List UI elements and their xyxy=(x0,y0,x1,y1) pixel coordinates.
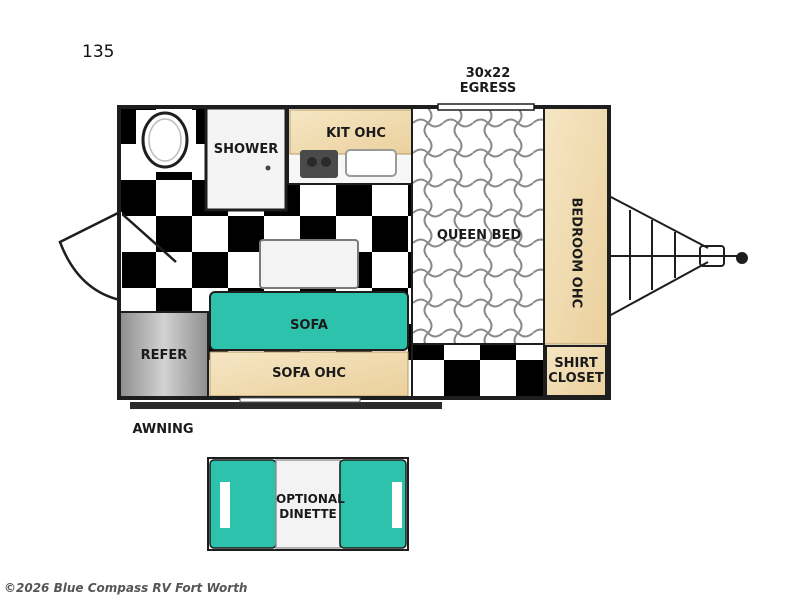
sink-icon xyxy=(345,149,397,177)
dinette-seat-right xyxy=(339,459,407,549)
queen-bed-label: QUEEN BED xyxy=(436,228,522,243)
toilet-icon xyxy=(141,111,189,169)
awning-bar xyxy=(130,402,442,409)
shirt-closet xyxy=(545,345,607,397)
refer-label: REFER xyxy=(140,348,188,363)
shirt-closet-label: SHIRT CLOSET xyxy=(548,356,604,386)
optional-dinette-label: OPTIONAL DINETTE xyxy=(276,492,345,521)
stove-icon xyxy=(300,150,338,178)
sofa-label: SOFA xyxy=(290,318,328,333)
entry-door-icon xyxy=(58,210,177,302)
bedroom-ohc-label: BEDROOM OHC xyxy=(568,197,584,309)
awning-label: AWNING xyxy=(132,422,194,437)
copyright-footer: ©2026 Blue Compass RV Fort Worth xyxy=(4,581,248,595)
queen-bed xyxy=(411,107,545,345)
hitch-tongue-icon xyxy=(608,195,738,317)
dinette-table xyxy=(275,459,341,549)
sofa-ohc xyxy=(209,351,409,397)
rear-floor xyxy=(412,344,544,398)
egress-window xyxy=(437,103,535,111)
shower-drain-icon xyxy=(265,165,271,171)
dinette-seat-left xyxy=(209,459,277,549)
shower xyxy=(204,106,288,212)
shower-label: SHOWER xyxy=(213,142,279,157)
model-number: 135 xyxy=(82,42,115,62)
sofa xyxy=(209,291,409,351)
kit-ohc-label: KIT OHC xyxy=(326,126,386,141)
sofa-ohc-label: SOFA OHC xyxy=(272,366,346,381)
table xyxy=(259,239,359,289)
egress-label: 30x22 EGRESS xyxy=(459,66,517,96)
